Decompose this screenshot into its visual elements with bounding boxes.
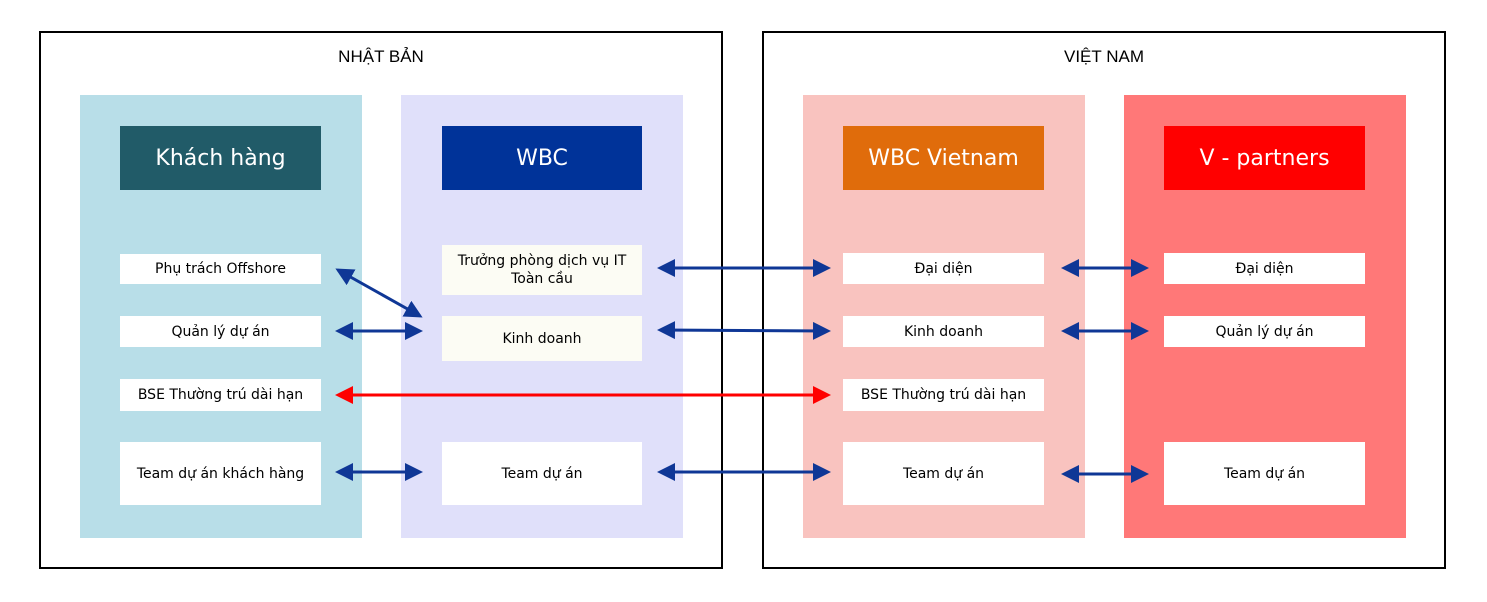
node-wbcvn-project-team: Team dự án <box>843 442 1044 505</box>
node-wbcvn-resident-bse: BSE Thường trú dài hạn <box>843 379 1044 411</box>
node-vp-representative: Đại diện <box>1164 253 1365 284</box>
node-customer-offshore-lead: Phụ trách Offshore <box>120 254 321 284</box>
node-customer-project-team: Team dự án khách hàng <box>120 442 321 505</box>
header-wbc: WBC <box>442 126 642 190</box>
node-wbcvn-representative: Đại diện <box>843 253 1044 284</box>
header-wbc-vietnam: WBC Vietnam <box>843 126 1044 190</box>
node-vp-project-manager: Quản lý dự án <box>1164 316 1365 347</box>
node-customer-resident-bse: BSE Thường trú dài hạn <box>120 379 321 411</box>
node-wbc-project-team: Team dự án <box>442 442 642 505</box>
region-title-japan: NHẬT BẢN <box>338 47 424 66</box>
node-wbc-sales: Kinh doanh <box>442 316 642 361</box>
node-wbc-global-it-head-label: Trưởng phòng dịch vụ IT Toàn cầu <box>457 253 627 287</box>
node-wbc-global-it-head: Trưởng phòng dịch vụ IT Toàn cầu <box>442 245 642 295</box>
node-vp-project-team: Team dự án <box>1164 442 1365 505</box>
header-v-partners: V - partners <box>1164 126 1365 190</box>
header-customer: Khách hàng <box>120 126 321 190</box>
node-wbcvn-sales: Kinh doanh <box>843 316 1044 347</box>
region-title-vietnam: VIỆT NAM <box>1064 47 1144 66</box>
node-customer-project-manager: Quản lý dự án <box>120 316 321 347</box>
